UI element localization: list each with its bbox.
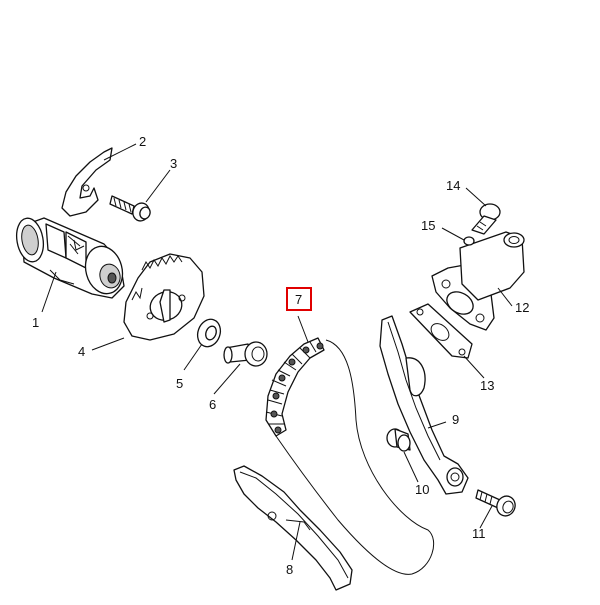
callout-14[interactable]: 14	[446, 178, 460, 193]
callout-10[interactable]: 10	[415, 482, 429, 497]
callout-5[interactable]: 5	[176, 376, 183, 391]
callout-1[interactable]: 1	[32, 315, 39, 330]
part-11-bolt	[475, 489, 516, 517]
part-10-collar	[386, 428, 411, 452]
part-15-o-ring	[463, 236, 475, 246]
part-7-cam-chain	[265, 337, 435, 575]
part-4-cam-sprocket	[123, 253, 205, 341]
part-14-bolt	[471, 203, 501, 235]
leader-lines	[41, 143, 513, 561]
part-13-gasket	[409, 303, 473, 359]
callout-15[interactable]: 15	[421, 218, 435, 233]
callout-labels: 1 2 3 4 5 6 7 8 9 10 11 12 13 14 15	[32, 134, 529, 577]
callout-4[interactable]: 4	[78, 344, 85, 359]
part-1-camshaft	[15, 217, 125, 299]
part-12-tensioner	[431, 231, 525, 331]
callout-3[interactable]: 3	[170, 156, 177, 171]
callout-2[interactable]: 2	[139, 134, 146, 149]
part-8-chain-guide	[233, 465, 353, 591]
callout-7[interactable]: 7	[295, 292, 302, 307]
part-9-chain-guide	[379, 315, 469, 495]
part-5-washer	[196, 318, 222, 348]
callout-11[interactable]: 11	[472, 526, 486, 541]
part-2-plate	[61, 147, 113, 217]
part-3-bolt	[109, 195, 151, 222]
callout-8[interactable]: 8	[286, 562, 293, 577]
highlight-box-7	[286, 287, 312, 311]
callout-9[interactable]: 9	[452, 412, 459, 427]
part-6-bolt	[223, 341, 268, 367]
callout-13[interactable]: 13	[480, 378, 494, 393]
callout-12[interactable]: 12	[515, 300, 529, 315]
callout-6[interactable]: 6	[209, 397, 216, 412]
